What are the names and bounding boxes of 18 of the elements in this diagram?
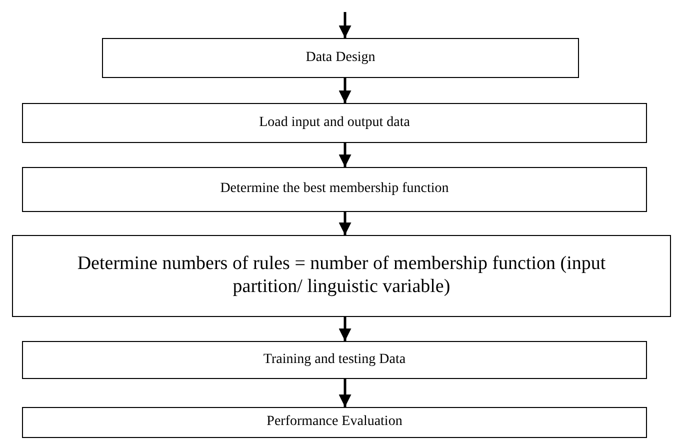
process-box	[22, 167, 647, 212]
process-box	[12, 235, 671, 317]
step-label: Determine the best membership function	[219, 181, 450, 198]
step-label: Load input and output data	[258, 114, 411, 132]
arrow	[338, 12, 352, 38]
arrow	[338, 212, 352, 235]
process-box	[22, 341, 647, 379]
process-box	[22, 103, 647, 143]
arrow	[338, 317, 352, 341]
arrow	[338, 379, 352, 407]
process-box	[22, 407, 647, 438]
step-label: Data Design	[304, 50, 376, 66]
step-label: Performance Evaluation	[266, 414, 404, 431]
process-box	[102, 38, 579, 78]
step-label: Training and testing Data	[262, 352, 407, 368]
step-label: Determine numbers of rules = number of membership function (input partition/ linguistic variable)	[76, 253, 607, 299]
arrow	[338, 78, 352, 103]
arrow	[338, 143, 352, 167]
